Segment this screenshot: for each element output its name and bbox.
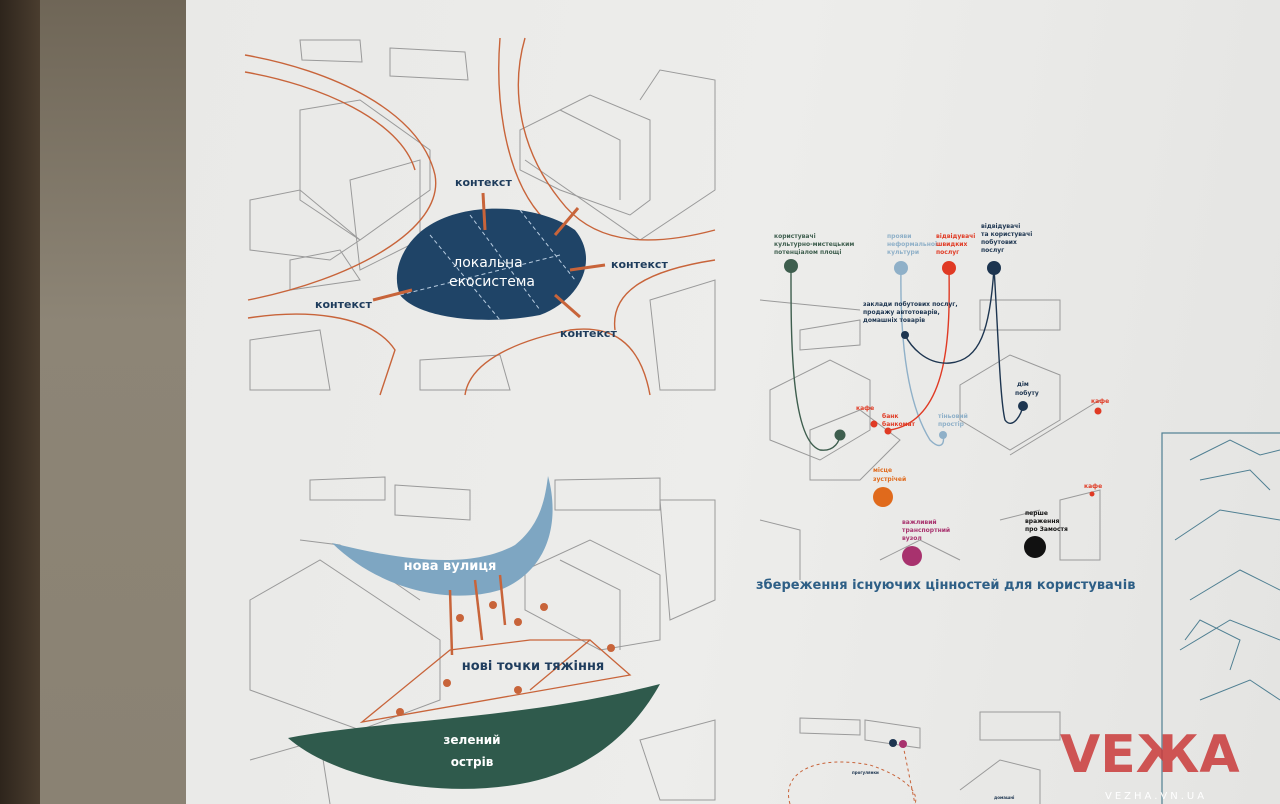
diagram-label: неформальної bbox=[887, 241, 937, 248]
context-label: контекст bbox=[455, 176, 512, 189]
diagram-label: продажу автотоварів, bbox=[863, 309, 940, 316]
attraction-zone bbox=[359, 639, 632, 724]
watermark-logo: VEЖA bbox=[1060, 725, 1240, 785]
green-island-label: острів bbox=[451, 755, 494, 769]
meeting-place-dot bbox=[873, 487, 893, 507]
diagram-label: тіньовий bbox=[938, 413, 968, 420]
context-label: контекст bbox=[560, 327, 617, 340]
user-group-dot bbox=[894, 261, 908, 275]
diagram-label: користувачі bbox=[774, 233, 816, 240]
local-ecosystem-blob bbox=[396, 208, 587, 320]
diagram-label: кафе bbox=[856, 405, 874, 412]
diagram-label: місце bbox=[873, 467, 892, 474]
location-dot bbox=[870, 420, 878, 428]
diagram-label: кафе bbox=[1091, 398, 1109, 405]
diagram-label: вузол bbox=[902, 535, 922, 542]
location-dot bbox=[939, 431, 947, 439]
new-street-shape bbox=[332, 476, 553, 596]
bottom-diagram: нова вулиця нові точки тяжіння зелений о… bbox=[249, 476, 716, 804]
location-dot bbox=[901, 331, 909, 339]
users-diagram-heading: збереження існуючих цінностей для корист… bbox=[756, 578, 1135, 593]
user-group-dot bbox=[987, 261, 1001, 275]
diagram-label: та користувачі bbox=[981, 231, 1032, 238]
dark-wall-edge bbox=[0, 0, 40, 804]
diagram-label: про Замостя bbox=[1025, 526, 1068, 533]
location-dot bbox=[884, 427, 892, 435]
diagram-label: заклади побутових послуг, bbox=[863, 301, 958, 308]
context-label: контекст bbox=[611, 258, 668, 271]
context-label: контекст bbox=[315, 298, 372, 311]
transport-hub-dot bbox=[902, 546, 922, 566]
diagram-label: послуг bbox=[981, 247, 1004, 254]
diagram-label: культурно-мистецьким bbox=[774, 241, 854, 248]
watermark: VEЖA VEZHA.VN.UA bbox=[1060, 725, 1240, 802]
diagram-label: побутових bbox=[981, 239, 1017, 246]
site-map-fragment bbox=[1161, 432, 1280, 804]
new-street-label: нова вулиця bbox=[404, 559, 497, 574]
diagram-label: кафе bbox=[1084, 483, 1102, 490]
center-label: локальна bbox=[453, 255, 522, 271]
user-group-dot bbox=[942, 261, 956, 275]
attraction-points bbox=[396, 601, 615, 716]
diagram-label: швидких bbox=[936, 241, 967, 248]
wall-background bbox=[40, 0, 188, 804]
diagram-label: простір bbox=[938, 421, 965, 428]
diagram-label: відвідувачі bbox=[981, 223, 1020, 230]
lower-diagram-fragment: прогулянки домашні bbox=[788, 711, 1061, 804]
users-diagram: користувачікультурно-мистецькимпотенціал… bbox=[756, 223, 1135, 593]
diagram-label: банкомат bbox=[882, 421, 916, 428]
user-group-dot bbox=[784, 259, 798, 273]
location-dot bbox=[1018, 401, 1028, 411]
diagram-label: перше bbox=[1025, 510, 1048, 517]
diagram-label: потенціалом площі bbox=[774, 249, 841, 256]
location-dot bbox=[834, 429, 846, 441]
center-label: екосистема bbox=[449, 274, 535, 290]
location-dot bbox=[1089, 491, 1095, 497]
attraction-arrows bbox=[448, 574, 507, 656]
diagram-label: зустрічей bbox=[873, 476, 906, 483]
diagram-label: культури bbox=[887, 249, 919, 256]
diagram-label: домашніх товарів bbox=[863, 317, 925, 324]
walks-label: прогулянки bbox=[852, 770, 879, 775]
domestic-label: домашні bbox=[994, 795, 1015, 800]
context-arrows bbox=[372, 192, 606, 319]
diagram-label: відвідувачі bbox=[936, 233, 975, 240]
diagram-label: послуг bbox=[936, 249, 959, 256]
diagram-label: прояви bbox=[887, 233, 911, 240]
diagram-label: дім bbox=[1017, 381, 1029, 388]
top-diagram: локальна екосистема контекст контекст ко… bbox=[244, 37, 716, 396]
diagram-label: побуту bbox=[1015, 390, 1039, 397]
watermark-url: VEZHA.VN.UA bbox=[1105, 791, 1207, 802]
diagram-label: важливий bbox=[902, 519, 937, 526]
first-impression-dot bbox=[1024, 536, 1046, 558]
diagram-label: банк bbox=[882, 413, 898, 420]
green-island-shape bbox=[288, 684, 660, 789]
new-points-label: нові точки тяжіння bbox=[462, 659, 605, 674]
diagram-label: враження bbox=[1025, 518, 1059, 525]
green-island-label: зелений bbox=[443, 733, 500, 747]
diagram-label: транспортний bbox=[902, 527, 950, 534]
location-dot bbox=[1094, 407, 1102, 415]
